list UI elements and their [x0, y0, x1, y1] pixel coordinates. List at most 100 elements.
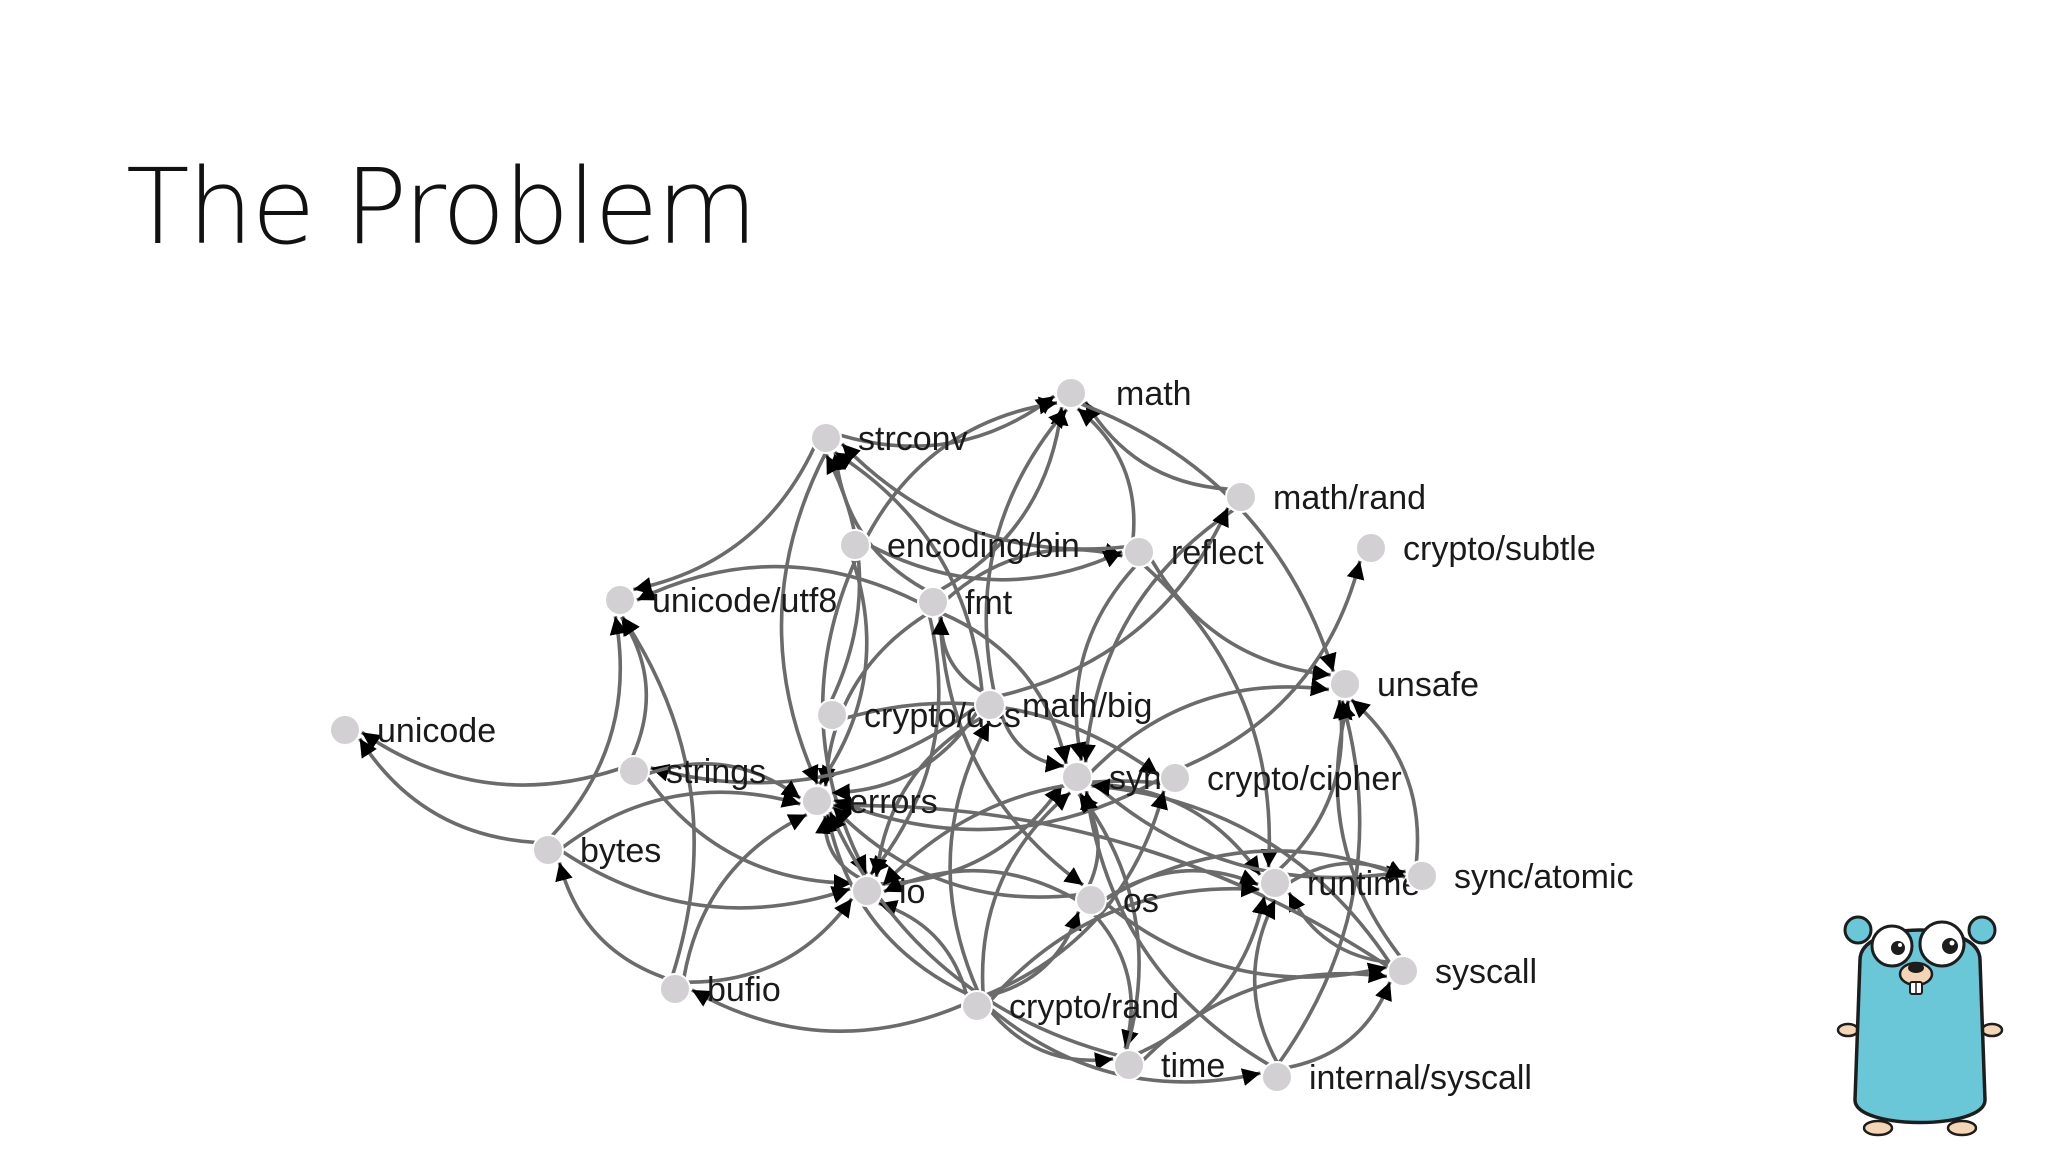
edge-strconv-to-errors	[779, 452, 828, 785]
edge-bufio-to-bytes	[555, 862, 666, 980]
edge-os-to-io	[883, 868, 1077, 901]
node-sync_atomic[interactable]	[1406, 860, 1438, 892]
node-unsafe[interactable]	[1329, 668, 1361, 700]
node-label-time: time	[1161, 1047, 1225, 1085]
edge-time-to-runtime	[1137, 895, 1270, 1055]
edge-bytes-to-unicode_utf8	[550, 616, 628, 837]
node-internal_syscall[interactable]	[1261, 1061, 1293, 1093]
node-label-fmt: fmt	[965, 584, 1013, 622]
node-label-unsafe: unsafe	[1377, 666, 1479, 704]
edge-reflect-to-unsafe	[1150, 559, 1331, 682]
edge-bufio-to-errors	[682, 812, 808, 978]
node-time[interactable]	[1113, 1049, 1145, 1081]
node-unicode_utf8[interactable]	[604, 584, 636, 616]
edge-syscall-to-runtime	[1287, 891, 1391, 965]
edge-strings-to-unicode	[360, 730, 620, 787]
edge-internal_syscall-to-sync	[1080, 790, 1270, 1067]
node-unicode[interactable]	[329, 714, 361, 746]
edge-bytes-to-errors	[561, 790, 801, 849]
node-crypto_cipher[interactable]	[1159, 762, 1191, 794]
node-fmt[interactable]	[917, 586, 949, 618]
node-crypto_des[interactable]	[816, 699, 848, 731]
edge-crypto_des-to-strconv	[824, 454, 862, 701]
edge-crypto_rand-to-time	[989, 1010, 1114, 1071]
edge-fmt-to-unicode_utf8	[636, 564, 919, 604]
edge-time-to-errors	[828, 811, 1119, 1058]
node-label-syscall: syscall	[1435, 953, 1537, 991]
node-label-bytes: bytes	[580, 832, 661, 870]
edge-crypto_cipher-to-errors	[833, 777, 1161, 832]
edge-bytes-to-io	[561, 850, 851, 910]
node-os[interactable]	[1075, 884, 1107, 916]
node-label-os: os	[1123, 882, 1159, 920]
edge-math_big-to-fmt	[931, 616, 984, 694]
edge-math_big-to-math_rand	[1001, 507, 1230, 698]
edge-strconv-to-unicode_utf8	[633, 446, 816, 595]
edge-encoding_binary-to-reflect	[869, 543, 1123, 582]
edge-math_rand-to-sync	[1077, 508, 1235, 763]
edge-time-to-sync	[1078, 792, 1141, 1051]
node-label-crypto_rand: crypto/rand	[1009, 988, 1179, 1026]
node-reflect[interactable]	[1123, 536, 1155, 568]
node-label-sync_atomic: sync/atomic	[1454, 858, 1634, 896]
edge-crypto_des-to-crypto_cipher	[846, 701, 1160, 777]
edge-bytes-to-unicode	[358, 737, 536, 845]
edge-syscall-to-unsafe	[1335, 700, 1402, 958]
edge-math_big-to-io	[869, 715, 983, 878]
graph-edges	[358, 394, 1420, 1086]
node-label-internal_syscall: internal/syscall	[1309, 1059, 1532, 1097]
node-label-reflect: reflect	[1171, 534, 1264, 572]
node-label-encoding_binary: encoding/bin	[887, 527, 1080, 565]
node-math_rand[interactable]	[1225, 481, 1257, 513]
node-crypto_subtle[interactable]	[1355, 532, 1387, 564]
edge-syscall-to-errors	[833, 796, 1390, 969]
edge-internal_syscall-to-unsafe	[1278, 700, 1362, 1064]
node-strconv[interactable]	[810, 422, 842, 454]
edge-reflect-to-sync	[1069, 565, 1137, 761]
edge-math_big-to-sync	[999, 713, 1065, 773]
node-bytes[interactable]	[532, 834, 564, 866]
gopher-mascot-icon	[1836, 915, 2004, 1137]
edge-sync-to-sync_atomic	[1090, 779, 1406, 884]
edge-fmt-to-reflect	[946, 542, 1123, 600]
edge-math_big-to-strconv	[833, 450, 984, 693]
node-label-unicode: unicode	[377, 712, 496, 750]
edge-crypto_rand-to-errors	[822, 814, 969, 996]
node-label-io: io	[899, 873, 925, 911]
node-runtime[interactable]	[1259, 867, 1291, 899]
node-errors[interactable]	[801, 785, 833, 817]
edge-internal_syscall-to-syscall	[1288, 981, 1392, 1070]
edge-encoding_binary-to-math	[865, 396, 1058, 538]
edge-fmt-to-math	[940, 406, 1069, 592]
edge-crypto_rand-to-math_big	[948, 721, 991, 992]
node-label-errors: errors	[849, 783, 938, 821]
node-strings[interactable]	[618, 755, 650, 787]
edge-runtime-to-sync_atomic	[1289, 860, 1406, 884]
node-label-crypto_cipher: crypto/cipher	[1207, 760, 1402, 798]
edge-sync-to-runtime	[1090, 782, 1262, 877]
edge-math_rand-to-math	[1083, 400, 1229, 491]
node-crypto_rand[interactable]	[961, 990, 993, 1022]
node-label-bufio: bufio	[707, 971, 781, 1009]
edge-crypto_rand-to-sync	[980, 791, 1072, 993]
edge-os-to-time	[1093, 913, 1139, 1049]
node-encoding_binary[interactable]	[839, 529, 871, 561]
node-math_big[interactable]	[974, 689, 1006, 721]
edge-crypto_rand-to-runtime	[989, 879, 1260, 1002]
node-sync[interactable]	[1061, 761, 1093, 793]
node-io[interactable]	[851, 875, 883, 907]
edge-fmt-to-os	[938, 615, 1085, 887]
node-label-math_big: math/big	[1022, 687, 1152, 725]
edge-crypto_rand-to-os	[987, 911, 1082, 998]
node-label-unicode_utf8: unicode/utf8	[652, 582, 837, 620]
node-math[interactable]	[1055, 377, 1087, 409]
node-syscall[interactable]	[1387, 955, 1419, 987]
edge-bufio-to-unicode_utf8	[620, 615, 696, 975]
edge-crypto_rand-to-bufio	[691, 988, 963, 1034]
edge-math_big-to-math	[984, 408, 1069, 691]
edge-internal_syscall-to-runtime	[1252, 899, 1279, 1063]
edge-sync_atomic-to-unsafe	[1350, 698, 1420, 863]
node-bufio[interactable]	[659, 973, 691, 1005]
